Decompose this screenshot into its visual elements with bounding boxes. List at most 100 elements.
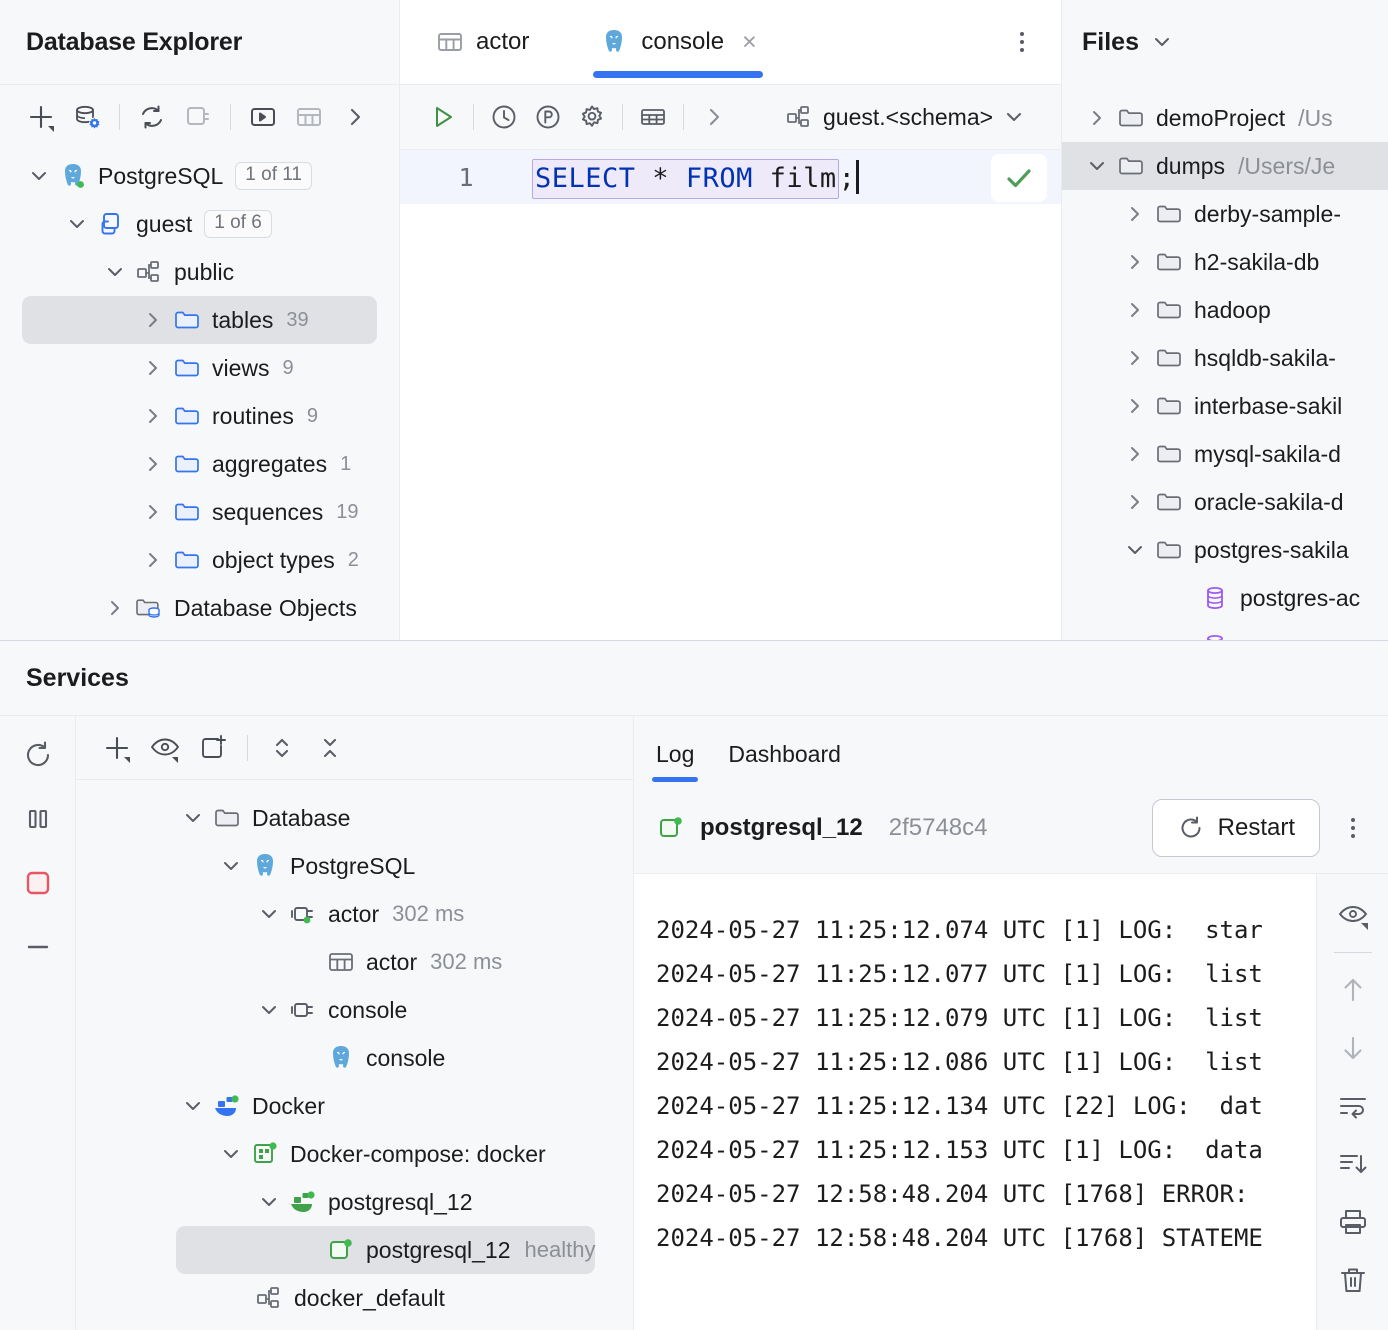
close-icon[interactable]: × <box>742 27 757 56</box>
database-tree[interactable]: PostgreSQL 1 of 11 guest 1 of 6 <box>0 148 399 640</box>
chevron-right-icon[interactable] <box>136 549 170 571</box>
table-grid-icon[interactable] <box>632 96 674 138</box>
print-icon[interactable] <box>1330 1195 1376 1249</box>
service-item-console-connection[interactable]: console <box>76 986 633 1034</box>
service-item-actor-table[interactable]: actor 302 ms <box>76 938 633 986</box>
file-item-h2-sakila-db[interactable]: h2-sakila-db <box>1062 238 1388 286</box>
chevron-right-icon[interactable] <box>98 597 132 619</box>
parameters-icon[interactable] <box>527 96 569 138</box>
chevron-right-icon[interactable] <box>1118 203 1152 225</box>
sql-statement[interactable]: SELECT * FROM film; <box>532 159 860 199</box>
add-icon[interactable] <box>96 727 138 769</box>
file-item-postgres-ac[interactable]: postgres-ac <box>1062 574 1388 622</box>
table-icon[interactable] <box>288 96 330 138</box>
file-item-hsqldb-sakila[interactable]: hsqldb-sakila- <box>1062 334 1388 382</box>
rerun-icon[interactable] <box>15 732 61 778</box>
chevron-down-icon[interactable] <box>252 999 286 1021</box>
chevron-right-icon[interactable] <box>1118 347 1152 369</box>
tree-item-public[interactable]: public <box>0 248 399 296</box>
code-line-1[interactable]: 1 SELECT * FROM film; <box>400 150 1061 204</box>
tabs-overflow-menu[interactable] <box>1005 25 1039 59</box>
arrow-up-icon[interactable] <box>1330 963 1376 1017</box>
minus-icon[interactable] <box>15 924 61 970</box>
restart-button[interactable]: Restart <box>1151 798 1320 857</box>
chevron-right-icon[interactable] <box>136 309 170 331</box>
service-item-database[interactable]: Database <box>76 794 633 842</box>
chevron-down-icon[interactable] <box>22 165 56 187</box>
chevron-right-icon[interactable] <box>1118 251 1152 273</box>
chevron-right-icon[interactable] <box>1118 443 1152 465</box>
trash-icon[interactable] <box>1330 1253 1376 1307</box>
open-console-icon[interactable] <box>242 96 284 138</box>
service-item-actor-connection[interactable]: actor 302 ms <box>76 890 633 938</box>
database-settings-icon[interactable] <box>66 96 108 138</box>
chevron-down-icon[interactable] <box>252 903 286 925</box>
log-output[interactable]: 2024-05-27 11:25:12.074 UTC [1] LOG: sta… <box>634 874 1316 1330</box>
chevron-right-icon[interactable] <box>693 96 735 138</box>
history-icon[interactable] <box>483 96 525 138</box>
chevron-right-icon[interactable] <box>136 453 170 475</box>
settings-gear-icon[interactable] <box>571 96 613 138</box>
soft-wrap-icon[interactable] <box>1330 1079 1376 1133</box>
file-item-mysql-sakila[interactable]: mysql-sakila-d <box>1062 430 1388 478</box>
file-item-demoproject[interactable]: demoProject /Us <box>1062 94 1388 142</box>
chevron-down-icon[interactable] <box>98 261 132 283</box>
file-item-partial[interactable] <box>1062 622 1388 640</box>
log-overflow-menu[interactable] <box>1334 806 1372 850</box>
run-icon[interactable] <box>422 96 464 138</box>
tree-item-object-types[interactable]: object types 2 <box>0 536 399 584</box>
scroll-to-end-icon[interactable] <box>1330 1137 1376 1191</box>
chevron-down-icon[interactable] <box>214 1143 248 1165</box>
tree-item-postgresql[interactable]: PostgreSQL 1 of 11 <box>0 152 399 200</box>
eye-icon[interactable] <box>1330 888 1376 942</box>
tree-item-guest[interactable]: guest 1 of 6 <box>0 200 399 248</box>
chevron-right-icon[interactable] <box>136 405 170 427</box>
service-item-docker-default[interactable]: docker_default <box>76 1274 633 1322</box>
files-tree[interactable]: demoProject /Us dumps /Users/Je <box>1062 84 1388 640</box>
new-tab-icon[interactable] <box>192 727 234 769</box>
file-item-postgres-sakila[interactable]: postgres-sakila <box>1062 526 1388 574</box>
tab-actor[interactable]: actor <box>418 0 547 84</box>
services-tree[interactable]: Database PostgreSQ <box>76 780 633 1330</box>
service-item-docker-compose[interactable]: Docker-compose: docker <box>76 1130 633 1178</box>
service-item-postgresql12-service[interactable]: postgresql_12 <box>76 1178 633 1226</box>
chevron-down-icon[interactable] <box>1151 31 1173 53</box>
file-item-derby-sample[interactable]: derby-sample- <box>1062 190 1388 238</box>
tab-console[interactable]: console × <box>581 0 774 84</box>
collapse-all-icon[interactable] <box>309 727 351 769</box>
arrow-down-icon[interactable] <box>1330 1021 1376 1075</box>
file-item-hadoop[interactable]: hadoop <box>1062 286 1388 334</box>
chevron-right-icon[interactable] <box>1118 299 1152 321</box>
tree-item-database-objects[interactable]: Database Objects <box>0 584 399 632</box>
stop-icon[interactable] <box>15 860 61 906</box>
chevron-right-icon[interactable] <box>136 501 170 523</box>
tree-item-sequences[interactable]: sequences 19 <box>0 488 399 536</box>
tree-item-views[interactable]: views 9 <box>0 344 399 392</box>
tree-item-tables[interactable]: tables 39 <box>22 296 377 344</box>
service-item-console-session[interactable]: console <box>76 1034 633 1082</box>
file-item-interbase-sakila[interactable]: interbase-sakil <box>1062 382 1388 430</box>
service-item-docker[interactable]: Docker <box>76 1082 633 1130</box>
eye-icon[interactable] <box>144 727 186 769</box>
tab-log[interactable]: Log <box>651 741 699 782</box>
files-panel-header[interactable]: Files <box>1062 0 1388 84</box>
expand-collapse-icon[interactable] <box>261 727 303 769</box>
refresh-icon[interactable] <box>131 96 173 138</box>
chevron-down-icon[interactable] <box>252 1191 286 1213</box>
chevron-down-icon[interactable] <box>1080 155 1114 177</box>
schema-selector[interactable]: guest.<schema> <box>785 103 1025 131</box>
disconnect-icon[interactable] <box>177 96 219 138</box>
file-item-oracle-sakila[interactable]: oracle-sakila-d <box>1062 478 1388 526</box>
chevron-right-icon[interactable] <box>1118 491 1152 513</box>
tree-item-routines[interactable]: routines 9 <box>0 392 399 440</box>
chevron-down-icon[interactable] <box>176 1095 210 1117</box>
chevron-down-icon[interactable] <box>1003 106 1025 128</box>
chevron-down-icon[interactable] <box>60 213 94 235</box>
service-item-postgresql[interactable]: PostgreSQL <box>76 842 633 890</box>
chevron-right-icon[interactable] <box>1080 107 1114 129</box>
tab-dashboard[interactable]: Dashboard <box>728 741 841 767</box>
chevron-right-icon[interactable] <box>136 357 170 379</box>
chevron-right-icon[interactable] <box>334 96 376 138</box>
chevron-down-icon[interactable] <box>214 855 248 877</box>
chevron-down-icon[interactable] <box>176 807 210 829</box>
